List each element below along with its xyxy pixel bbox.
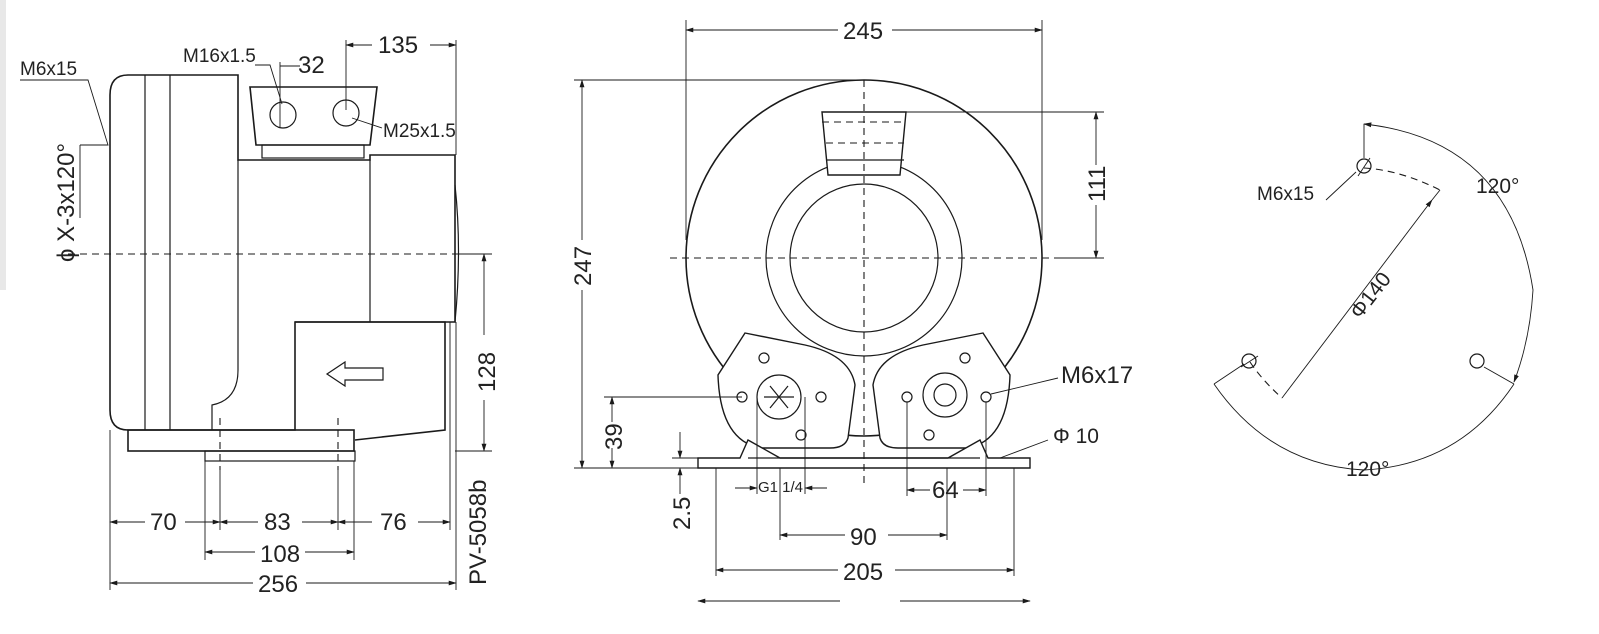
dim-245: 245 xyxy=(843,18,883,45)
dim-256: 256 xyxy=(258,571,298,598)
front-left-foot xyxy=(717,332,856,449)
thread-m6x17: M6x17 xyxy=(1061,362,1133,389)
flow-arrow-icon xyxy=(325,360,384,388)
model-label: PV-5058b xyxy=(465,480,492,585)
flange-hole-left xyxy=(1241,353,1257,369)
side-motor-end xyxy=(454,184,460,323)
dim-39: 39 xyxy=(601,423,628,450)
flange-hole-right xyxy=(1469,353,1485,369)
side-port-base xyxy=(261,144,365,159)
dim-83: 83 xyxy=(264,509,291,536)
angle-120-top: 120° xyxy=(1476,175,1519,198)
side-view: M6x15 M16x1.5 32 135 M25x1.5 ϕ X-3x120° … xyxy=(20,32,501,598)
flange-hole-top xyxy=(1356,158,1372,174)
thread-m6x15-flange: M6x15 xyxy=(1257,184,1314,205)
thread-m16-side: M16x1.5 xyxy=(183,46,256,67)
dim-32: 32 xyxy=(298,52,325,79)
bolt-circle-label: ϕ X-3x120° xyxy=(53,143,80,262)
thread-m25-side: M25x1.5 xyxy=(383,121,456,142)
dim-2-5: 2.5 xyxy=(669,497,696,530)
side-housing-inner-curve xyxy=(211,160,239,430)
dim-90: 90 xyxy=(850,524,877,551)
dim-76: 76 xyxy=(380,509,407,536)
side-base-foot xyxy=(204,450,356,462)
thread-m6x15-side: M6x15 xyxy=(20,59,77,80)
port-m16-hole xyxy=(269,101,297,129)
front-view: 245 247 111 M6x17 Φ 10 39 2.5 G1 1/4 64 … xyxy=(570,18,1133,604)
dim-205: 205 xyxy=(843,559,883,586)
side-port-block xyxy=(249,86,378,146)
dim-135: 135 xyxy=(378,32,418,59)
flange-view: M6x15 120° 120° Φ140 xyxy=(1213,122,1534,481)
dim-128: 128 xyxy=(474,352,501,392)
dim-247: 247 xyxy=(570,246,597,286)
angle-120-bottom: 120° xyxy=(1346,458,1389,481)
flange-pitch-arc xyxy=(1363,167,1441,191)
dim-70: 70 xyxy=(150,509,177,536)
hole-phi10: Φ 10 xyxy=(1053,425,1099,448)
side-lower-box xyxy=(295,321,446,441)
dim-108: 108 xyxy=(260,541,300,568)
side-base-plate xyxy=(127,429,355,452)
front-right-foot xyxy=(872,332,1011,449)
dim-111: 111 xyxy=(1084,166,1111,202)
side-housing xyxy=(109,74,456,431)
pitch-circle-phi140: Φ140 xyxy=(1346,268,1396,323)
angle-arc-top xyxy=(1363,122,1534,383)
left-edge-shading xyxy=(0,0,6,290)
angle-arc-bottom xyxy=(1213,383,1515,471)
thread-g1-1-4: G1 1/4 xyxy=(758,479,803,496)
dim-64: 64 xyxy=(932,477,959,504)
front-base-plate xyxy=(697,439,1031,469)
